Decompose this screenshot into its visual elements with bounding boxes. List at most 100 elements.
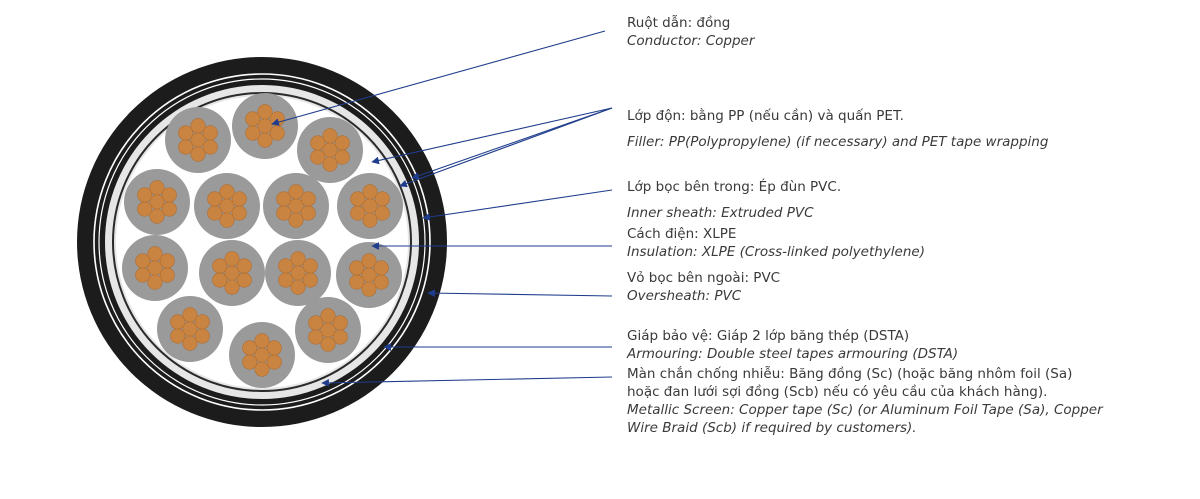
copper-strand <box>320 308 336 324</box>
copper-strand <box>178 125 194 141</box>
label-filler-vi: Lớp độn: bằng PP (nếu cần) và quấn PET. <box>627 108 904 124</box>
cable-core <box>194 173 260 239</box>
copper-strand <box>290 251 306 267</box>
cable-core <box>122 235 188 301</box>
label-armouring-en: Armouring: Double steel tapes armouring … <box>627 346 959 362</box>
label-oversheath-en: Oversheath: PVC <box>627 288 742 304</box>
copper-strand <box>137 201 153 217</box>
leader-metallic-screen <box>321 376 613 387</box>
label-filler-en: Filler: PP(Polypropylene) (if necessary)… <box>627 134 1049 150</box>
copper-strand <box>361 267 377 283</box>
label-insulation-vi: Cách điện: XLPE <box>627 226 737 242</box>
copper-strand <box>257 104 273 120</box>
copper-strand <box>362 198 378 214</box>
copper-strand <box>219 212 235 228</box>
leader-lines <box>271 30 613 387</box>
copper-strand <box>288 184 304 200</box>
copper-strand <box>159 253 175 269</box>
copper-strand <box>361 253 377 269</box>
copper-strand <box>212 258 228 274</box>
copper-strand <box>320 322 336 338</box>
copper-strand <box>254 347 270 363</box>
copper-strand <box>178 139 194 155</box>
label-oversheath-vi: Vỏ bọc bên ngoài: PVC <box>627 270 781 286</box>
copper-strand <box>245 111 261 127</box>
label-screen-vi-1: Màn chắn chống nhiễu: Băng đồng (Sc) (ho… <box>627 366 1073 382</box>
cable-core <box>229 322 295 388</box>
cable-core <box>295 297 361 363</box>
copper-strand <box>290 279 306 295</box>
metallic-screen-layer <box>112 92 412 392</box>
copper-strand <box>374 191 390 207</box>
cable-core <box>157 296 223 362</box>
copper-strand <box>310 149 326 165</box>
leader-filler-1 <box>371 107 613 165</box>
copper-strand <box>231 205 247 221</box>
label-armouring: Giáp bảo vệ: Giáp 2 lớp băng thép (DSTA)… <box>627 327 958 363</box>
copper-strand <box>182 307 198 323</box>
copper-strand <box>149 180 165 196</box>
cores-group <box>122 93 403 388</box>
copper-strand <box>322 142 338 158</box>
copper-strand <box>350 191 366 207</box>
copper-strand <box>276 205 292 221</box>
copper-strand <box>135 267 151 283</box>
cable-core <box>199 240 265 306</box>
copper-strand <box>207 191 223 207</box>
copper-strand <box>349 260 365 276</box>
label-screen-en-1: Metallic Screen: Copper tape (Sc) (or Al… <box>627 402 1103 418</box>
copper-strand <box>159 267 175 283</box>
label-inner-sheath: Lớp bọc bên trong: Ép đùn PVC. Inner she… <box>627 174 841 226</box>
copper-strand <box>349 274 365 290</box>
copper-strand <box>278 272 294 288</box>
copper-strand <box>161 201 177 217</box>
copper-strand <box>332 315 348 331</box>
copper-strand <box>242 340 258 356</box>
cable-core <box>336 242 402 308</box>
leader-filler-3 <box>411 107 613 180</box>
copper-strand <box>374 205 390 221</box>
copper-strand <box>190 132 206 148</box>
copper-strand <box>212 272 228 288</box>
copper-strand <box>224 279 240 295</box>
label-insulation-en: Insulation: XLPE (Cross-linked polyethyl… <box>627 244 925 260</box>
label-metallic-screen: Màn chắn chống nhiễu: Băng đồng (Sc) (ho… <box>627 365 1103 437</box>
copper-strand <box>236 258 252 274</box>
copper-strand <box>302 258 318 274</box>
copper-strand <box>310 135 326 151</box>
copper-strand <box>149 194 165 210</box>
copper-strand <box>278 258 294 274</box>
copper-strand <box>320 336 336 352</box>
copper-strand <box>254 361 270 377</box>
label-screen-en-2: Wire Braid (Scb) if required by customer… <box>627 420 917 436</box>
label-oversheath: Vỏ bọc bên ngoài: PVC Oversheath: PVC <box>627 269 780 305</box>
copper-strand <box>308 329 324 345</box>
copper-strand <box>362 184 378 200</box>
copper-strand <box>373 274 389 290</box>
copper-strand <box>242 354 258 370</box>
label-conductor-en: Conductor: Copper <box>627 33 755 49</box>
copper-strand <box>202 139 218 155</box>
copper-strand <box>202 125 218 141</box>
label-screen-vi-2: hoặc đan lưới sợi đồng (Scb) nếu có yêu … <box>627 384 1048 400</box>
copper-strand <box>194 314 210 330</box>
copper-strand <box>257 132 273 148</box>
copper-strand <box>288 198 304 214</box>
leader-inner-sheath <box>422 189 613 221</box>
copper-strand <box>137 187 153 203</box>
label-filler: Lớp độn: bằng PP (nếu cần) và quấn PET. … <box>627 103 1048 155</box>
leader-filler-2 <box>399 107 613 188</box>
label-insulation: Cách điện: XLPE Insulation: XLPE (Cross-… <box>627 225 925 261</box>
copper-strand <box>254 333 270 349</box>
copper-strand <box>147 274 163 290</box>
copper-strand <box>207 205 223 221</box>
copper-strand <box>266 340 282 356</box>
copper-strand <box>308 315 324 331</box>
copper-strand <box>350 205 366 221</box>
armour-gap-1 <box>93 73 431 411</box>
copper-strand <box>135 253 151 269</box>
copper-strand <box>290 265 306 281</box>
leader-conductor <box>271 30 606 126</box>
copper-strand <box>147 260 163 276</box>
copper-strand <box>231 191 247 207</box>
